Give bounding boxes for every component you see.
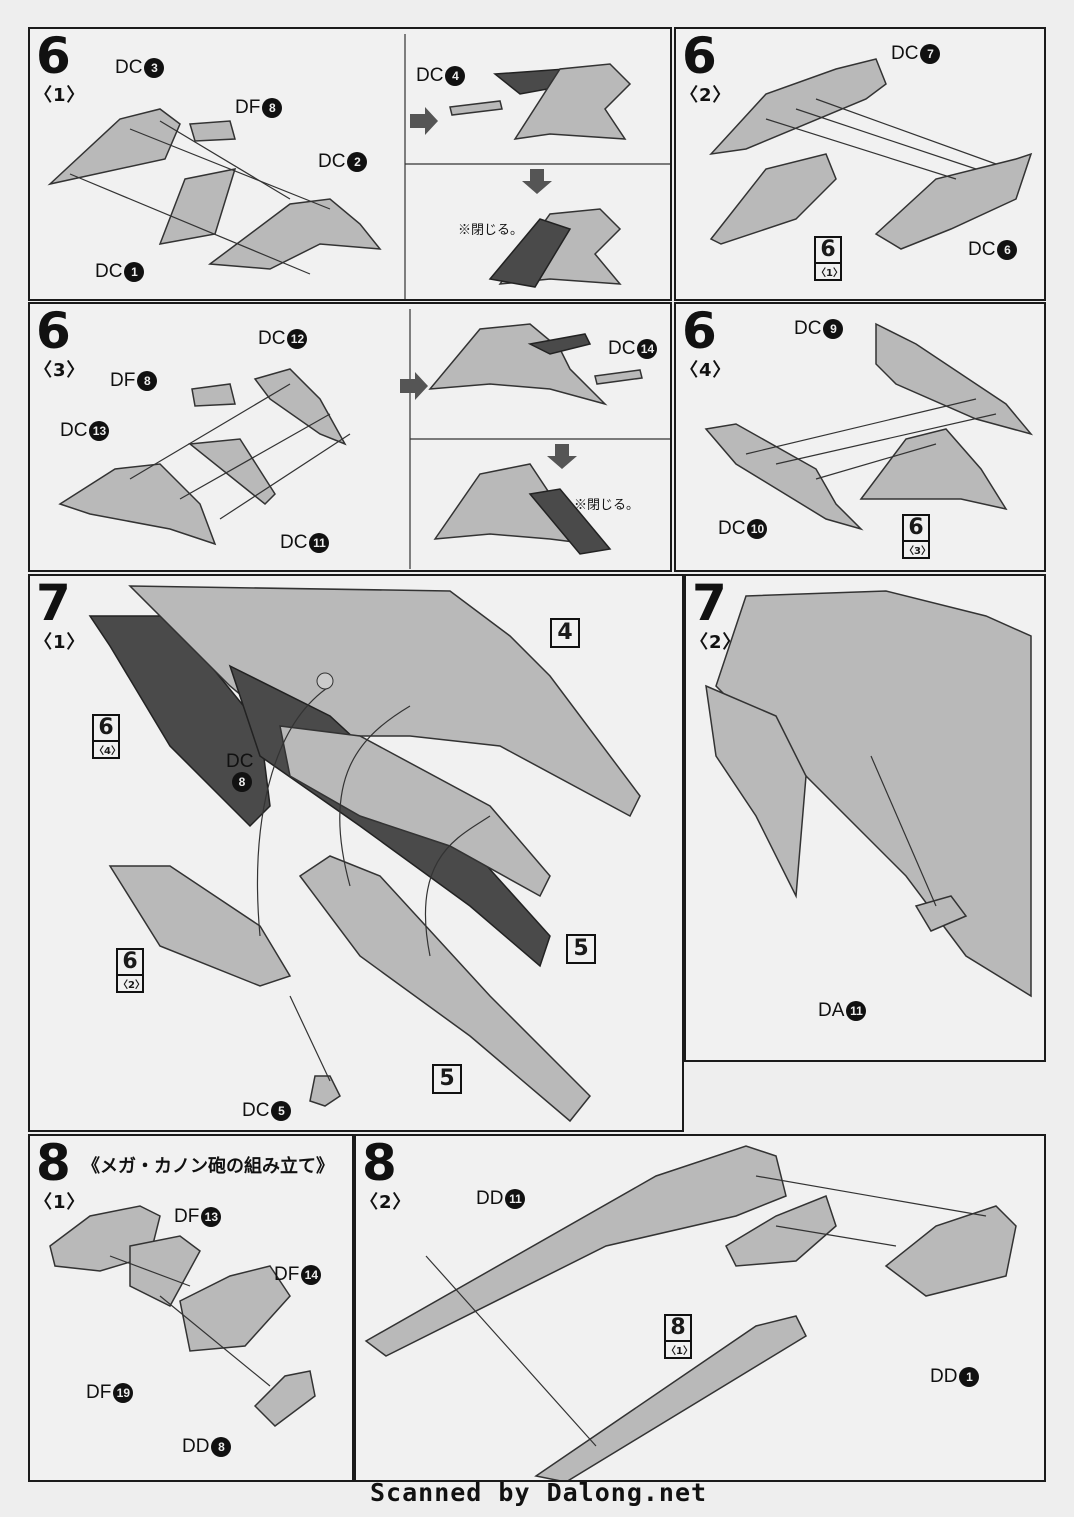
sub-step-number: 〈1〉 (34, 632, 86, 653)
step-number: 7 (692, 574, 727, 632)
step-number: 6 (36, 27, 71, 85)
sub-step-number: 〈3〉 (34, 360, 86, 381)
step-number: 6 (682, 302, 717, 360)
ref-box-4: 4 (550, 618, 580, 648)
ref-step-6-3: 6〈3〉 (902, 514, 931, 559)
ref-box-5a: 5 (566, 934, 596, 964)
step-number: 8 (36, 1134, 71, 1192)
sub-step-number: 〈1〉 (34, 1192, 86, 1213)
step-number: 6 (682, 27, 717, 85)
step-number: 6 (36, 302, 71, 360)
step-6-4-illustration (704, 322, 1034, 531)
step-8-2-illustration (364, 1145, 1017, 1480)
step-7-2-illustration (705, 590, 1032, 998)
ref-step-6-2: 6〈2〉 (116, 948, 145, 993)
step-6-2-illustration (709, 58, 1033, 250)
ref-box-5b: 5 (432, 1064, 462, 1094)
ref-step-8-1: 8〈1〉 (664, 1314, 693, 1359)
step-8-1-illustration (49, 1205, 316, 1427)
step-7-1-illustration (88, 585, 641, 1123)
sub-step-number: 〈2〉 (360, 1192, 412, 1213)
step-number: 8 (362, 1134, 397, 1192)
section-title: 《メガ・カノン砲の組み立て》 (82, 1156, 334, 1177)
sub-step-number: 〈4〉 (680, 360, 732, 381)
step-number: 7 (36, 574, 71, 632)
sub-step-number: 〈2〉 (680, 85, 732, 106)
scan-credit: Scanned by Dalong.net (370, 1478, 708, 1507)
sub-step-number: 〈1〉 (34, 85, 86, 106)
step-6-3-illustration (58, 309, 670, 569)
ref-step-6-1: 6〈1〉 (814, 236, 843, 281)
close-note: ※閉じる。 (458, 222, 524, 237)
step-6-1-illustration (47, 34, 670, 299)
ref-step-6-4: 6〈4〉 (92, 714, 121, 759)
sub-step-number: 〈2〉 (690, 632, 742, 653)
close-note: ※閉じる。 (574, 497, 640, 512)
